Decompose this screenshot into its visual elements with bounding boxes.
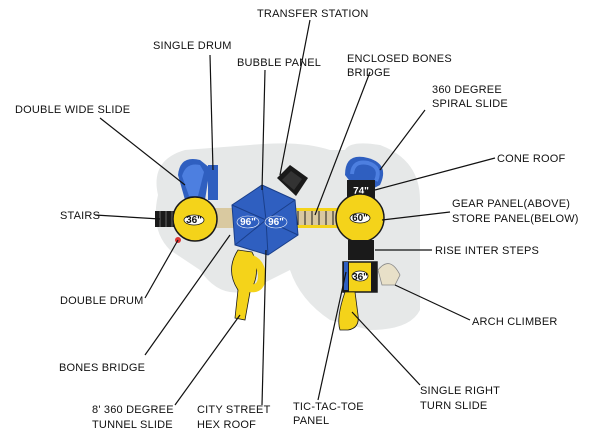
label-arch-climber: ARCH CLIMBER: [472, 316, 558, 328]
label-spiral-slide-2: SPIRAL SLIDE: [432, 98, 508, 110]
label-transfer-station: TRANSFER STATION: [257, 8, 369, 20]
top-deck-label: 74": [353, 186, 369, 197]
hex-roof: 96" 96": [231, 184, 299, 256]
turn-slide: [338, 291, 359, 331]
left-deck: 36": [172, 196, 218, 242]
double-wide-slide: [178, 159, 210, 200]
label-hex-roof-2: HEX ROOF: [197, 419, 256, 431]
label-gear-panel-2: STORE PANEL(BELOW): [452, 213, 579, 225]
label-tic-tac-toe-2: PANEL: [293, 415, 329, 427]
hex-right-label: 96": [268, 217, 284, 228]
label-double-drum: DOUBLE DRUM: [60, 295, 144, 307]
arch-climber: [377, 263, 401, 286]
label-tunnel-slide-2: TUNNEL SLIDE: [92, 419, 173, 431]
left-deck-label: 36": [186, 215, 202, 226]
label-bones-bridge: BONES BRIDGE: [59, 362, 145, 374]
label-rise-inter-steps: RISE INTER STEPS: [435, 245, 539, 257]
leader-lines: [94, 19, 496, 406]
lower-deck: 36": [342, 261, 378, 293]
label-single-drum: SINGLE DRUM: [153, 40, 232, 52]
label-enclosed-bones-bridge-1: ENCLOSED BONES: [347, 53, 452, 65]
lower-deck-label: 36": [352, 272, 368, 283]
label-gear-panel-1: GEAR PANEL(ABOVE): [452, 198, 570, 210]
label-spiral-slide-1: 360 DEGREE: [432, 84, 502, 96]
tunnel-slide: [231, 249, 267, 321]
label-cone-roof: CONE ROOF: [497, 153, 565, 165]
transfer-station: [277, 165, 308, 196]
label-stairs: STAIRS: [60, 210, 100, 222]
right-deck-label: 60": [352, 213, 368, 224]
labels: TRANSFER STATION SINGLE DRUM BUBBLE PANE…: [15, 8, 579, 431]
tic-tac-toe-panel: [344, 262, 348, 290]
label-bubble-panel: BUBBLE PANEL: [237, 57, 321, 69]
rise-inter-steps: [348, 240, 374, 260]
label-turn-slide-1: SINGLE RIGHT: [420, 385, 500, 397]
label-double-wide-slide: DOUBLE WIDE SLIDE: [15, 104, 130, 116]
label-hex-roof-1: CITY STREET: [197, 404, 271, 416]
label-enclosed-bones-bridge-2: BRIDGE: [347, 67, 390, 79]
right-deck: 60": [335, 193, 385, 243]
label-tic-tac-toe-1: TIC-TAC-TOE: [293, 401, 364, 413]
hex-left-label: 96": [240, 217, 256, 228]
single-drum: [208, 165, 218, 200]
label-tunnel-slide-1: 8' 360 DEGREE: [92, 404, 174, 416]
label-turn-slide-2: TURN SLIDE: [420, 400, 487, 412]
